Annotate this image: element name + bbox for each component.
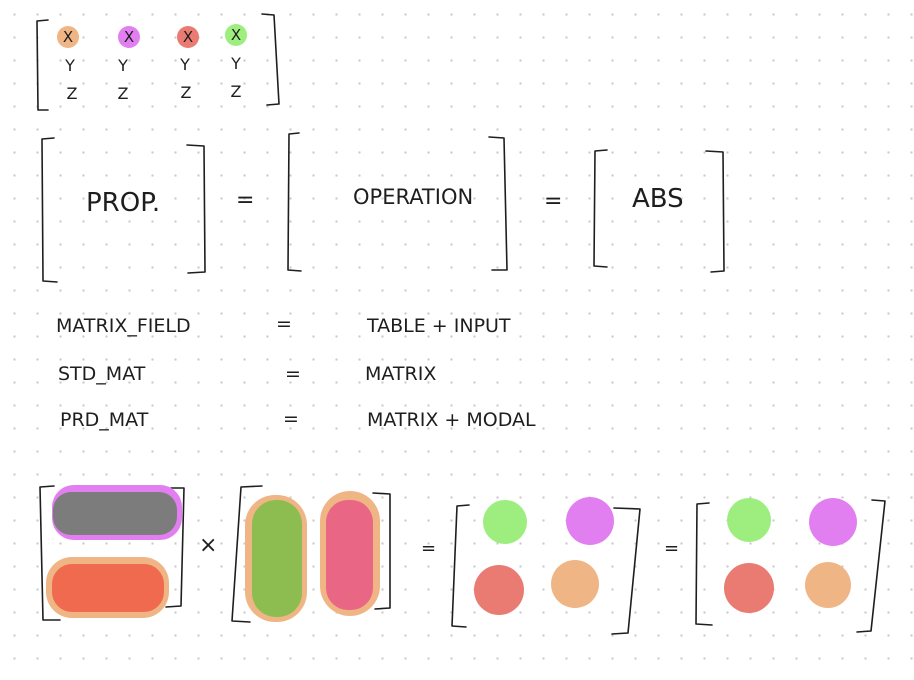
abs-matrix-right-bracket bbox=[705, 150, 725, 273]
row-bar-top bbox=[53, 492, 177, 535]
final-dot-green bbox=[727, 498, 771, 542]
vector-matrix: X X X X Y Y Y Y Z Z Z Z bbox=[57, 24, 247, 103]
equation-row: PROP. = OPERATION = ABS bbox=[86, 184, 684, 218]
column-matrix-left-bracket bbox=[231, 485, 263, 623]
final-dot-orange bbox=[805, 562, 851, 608]
column-matrix bbox=[245, 491, 380, 622]
final-matrix-left-bracket bbox=[695, 502, 713, 626]
cell-z-1: Z bbox=[67, 84, 78, 103]
operation-matrix-right-bracket bbox=[488, 136, 508, 271]
equals-sign-2: = bbox=[544, 189, 562, 214]
x-dot-violet bbox=[118, 26, 140, 48]
times-sign: × bbox=[199, 533, 217, 558]
prop-matrix-left-bracket bbox=[41, 137, 58, 283]
prop-label: PROP. bbox=[86, 188, 160, 218]
final-matrix bbox=[724, 498, 857, 613]
equals-sign-1: = bbox=[236, 188, 254, 213]
definition-term-3: PRD_MAT bbox=[60, 409, 149, 431]
x-dot-salmon bbox=[177, 26, 199, 48]
result-matrix bbox=[474, 497, 614, 615]
result-matrix-right-bracket bbox=[611, 507, 641, 635]
cell-y-4: Y bbox=[230, 54, 241, 73]
operation-matrix-left-bracket bbox=[287, 132, 302, 272]
cell-y-2: Y bbox=[117, 56, 128, 75]
cell-x-4: X bbox=[231, 26, 241, 44]
definition-equals-1: = bbox=[276, 313, 292, 335]
row-bar-bottom bbox=[52, 564, 164, 612]
definition-value-1: TABLE + INPUT bbox=[366, 315, 511, 337]
abs-label: ABS bbox=[632, 184, 684, 214]
cell-y-3: Y bbox=[179, 55, 190, 74]
cell-x-1: X bbox=[63, 28, 73, 46]
result-equals-sign: = bbox=[421, 538, 436, 559]
definition-equals-3: = bbox=[283, 408, 299, 430]
column-matrix-right-bracket bbox=[372, 492, 391, 610]
result-dot-green bbox=[483, 500, 527, 544]
definitions-list: MATRIX_FIELD = TABLE + INPUT STD_MAT = M… bbox=[56, 313, 536, 431]
final-dot-salmon bbox=[724, 563, 774, 613]
operation-label: OPERATION bbox=[353, 185, 473, 209]
cell-z-3: Z bbox=[181, 83, 192, 102]
definition-equals-2: = bbox=[285, 363, 301, 385]
definition-term-1: MATRIX_FIELD bbox=[56, 315, 191, 337]
cell-z-2: Z bbox=[118, 84, 129, 103]
final-equals-sign: = bbox=[664, 538, 679, 559]
cell-y-1: Y bbox=[64, 56, 75, 75]
x-dot-orange bbox=[57, 26, 79, 48]
result-dot-orange bbox=[551, 560, 599, 608]
row-matrix-left-bracket bbox=[39, 485, 61, 621]
definition-value-3: MATRIX + MODAL bbox=[367, 409, 536, 431]
result-matrix-left-bracket bbox=[451, 504, 470, 628]
vector-matrix-left-bracket bbox=[36, 19, 49, 111]
cell-x-2: X bbox=[124, 28, 134, 46]
row-matrix-right-bracket bbox=[165, 487, 185, 608]
definition-term-2: STD_MAT bbox=[58, 363, 146, 385]
row-matrix bbox=[46, 485, 182, 618]
cell-x-3: X bbox=[183, 28, 193, 46]
final-dot-violet bbox=[809, 498, 857, 546]
prop-matrix-right-bracket bbox=[186, 144, 206, 274]
abs-matrix-left-bracket bbox=[593, 149, 608, 268]
result-dot-salmon bbox=[474, 565, 524, 615]
result-dot-violet bbox=[566, 497, 614, 545]
column-bar-left bbox=[252, 500, 302, 617]
x-dot-green bbox=[225, 24, 247, 46]
definition-value-2: MATRIX bbox=[365, 363, 436, 385]
cell-z-4: Z bbox=[231, 82, 242, 101]
column-bar-right bbox=[326, 500, 373, 610]
vector-matrix-right-bracket bbox=[261, 13, 280, 106]
final-matrix-right-bracket bbox=[856, 499, 886, 633]
